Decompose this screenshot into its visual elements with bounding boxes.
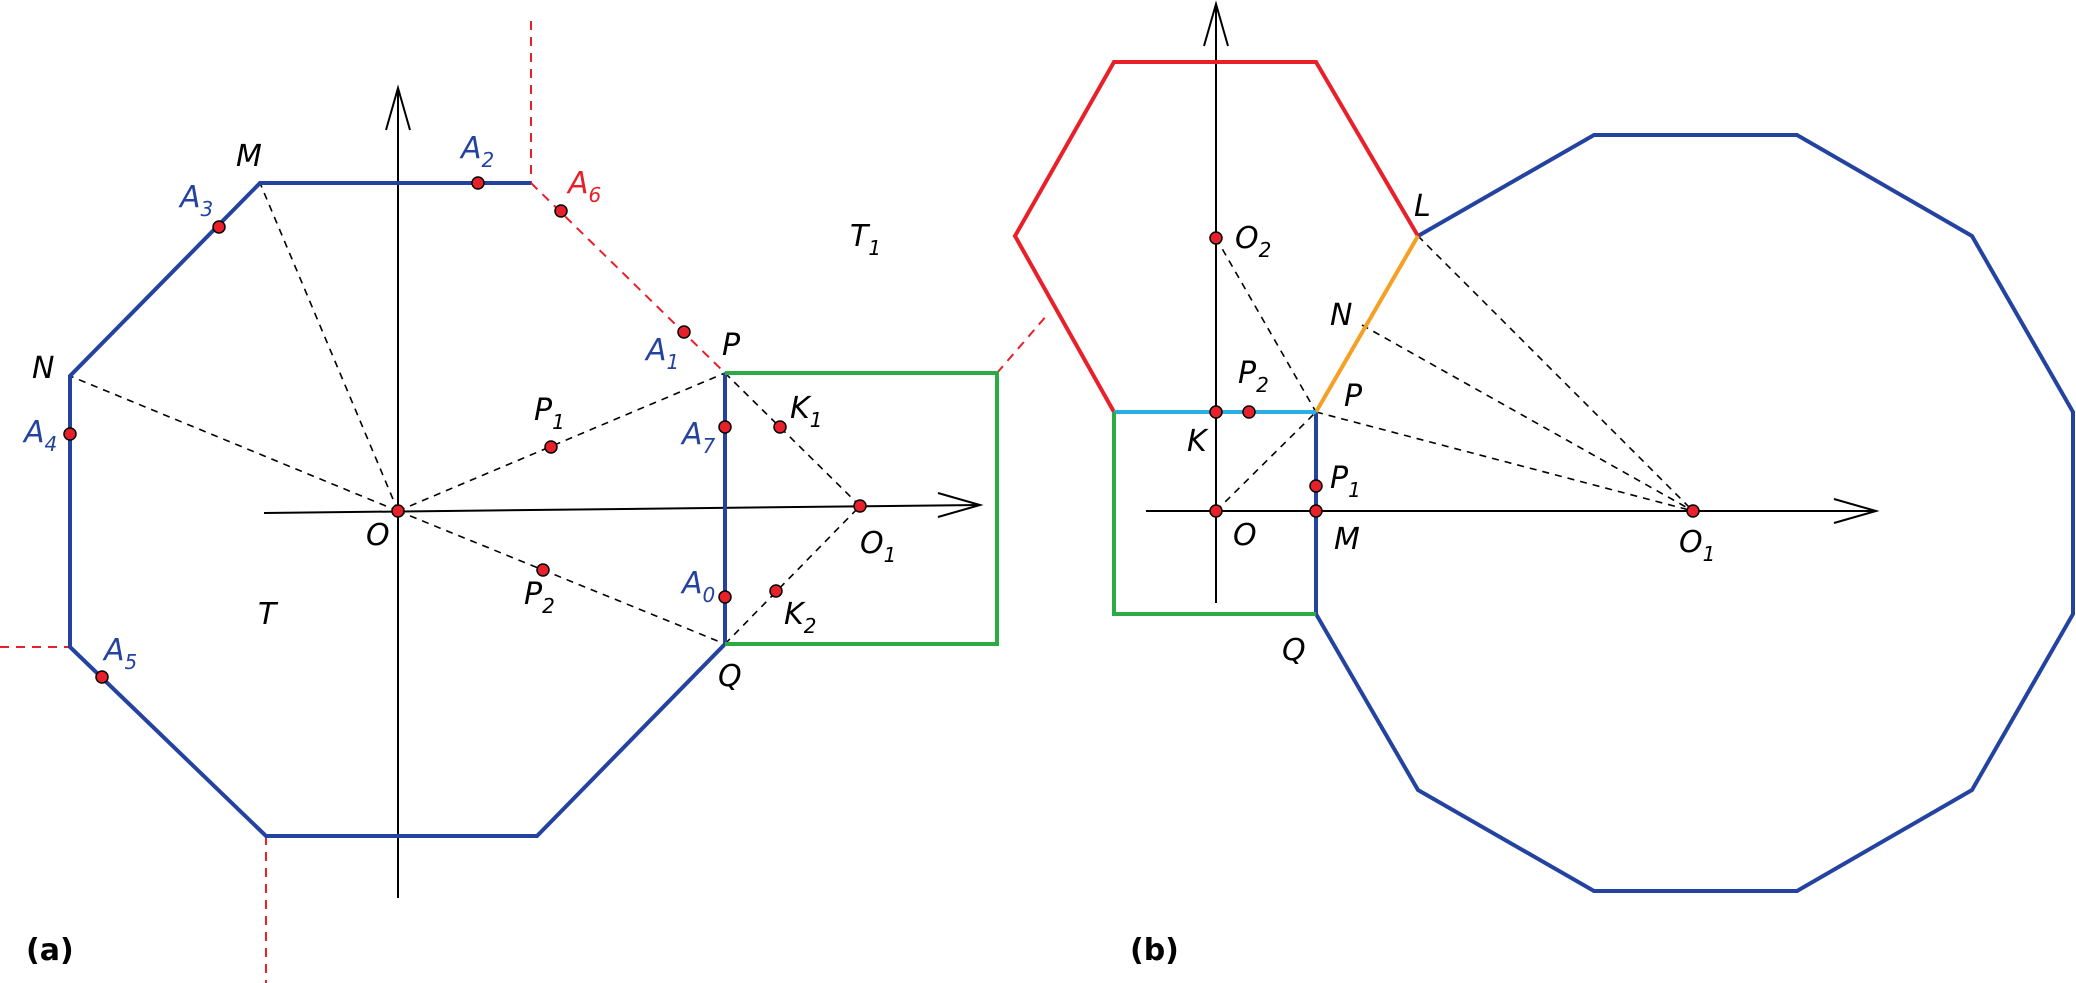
panel-a-label-a7: A7: [680, 417, 716, 458]
panel-a-octagon: [68, 181, 727, 838]
panel-b-label-l: L: [1414, 189, 1431, 224]
panel-a-label-o: O: [366, 518, 390, 553]
panel-a-red-boundary: [0, 21, 1049, 983]
panel-b-label-n: N: [1330, 298, 1352, 333]
panel-a-label-a5: A5: [102, 633, 137, 674]
panel-a-tag: (a): [26, 933, 74, 968]
panel-a-label-p: P: [722, 328, 741, 363]
panel-a-label-k2: K2: [784, 597, 816, 638]
panel-a-label-k1: K1: [790, 391, 822, 432]
panel-a-points: [63, 176, 867, 684]
panel-a-label-q: Q: [718, 659, 742, 694]
panel-a-label-t1: T1: [850, 219, 881, 260]
panel-b-dashed-rays: [1215, 235, 1694, 512]
panel-b-green-rect: [1112, 412, 1316, 616]
panel-a-label-a2: A2: [459, 131, 494, 172]
panel-b-label-o2: O2: [1235, 221, 1271, 262]
panel-b-axes: [1146, 0, 1880, 603]
panel-a-label-o1: O1: [860, 526, 896, 567]
panel-b-label-p2: P2: [1238, 356, 1269, 397]
panel-a-label-n: N: [32, 351, 54, 386]
panel-b-dodecagon: [1314, 133, 2075, 893]
panel-a-label-a1: A1: [644, 333, 679, 374]
panel-a-green-rect: [725, 371, 999, 646]
panel-a-axes: [263, 84, 984, 898]
panel-b-tag: (b): [1130, 933, 1179, 968]
panel-b-label-p1: P1: [1330, 461, 1361, 502]
panel-a-dashed-rays: [69, 182, 861, 645]
panel-a-label-a0: A0: [680, 566, 715, 607]
panel-b-label-o: O: [1233, 518, 1257, 553]
panel-a-label-a6: A6: [566, 166, 601, 207]
panel-b-label-p: P: [1344, 379, 1363, 414]
panel-a-label-a4: A4: [22, 415, 57, 456]
panel-b-orange-segment: [1314, 234, 1420, 414]
panel-b-label-q: Q: [1282, 633, 1306, 668]
panel-b-hexagon: [1012, 60, 1420, 413]
panel-b-label-k: K: [1187, 424, 1209, 459]
panel-b-points: [1209, 231, 1700, 518]
panel-a-label-t: T: [258, 597, 279, 632]
panel-a-label-p2: P2: [524, 577, 555, 618]
panel-a-label-p1: P1: [534, 393, 565, 434]
panel-a-label-a3: A3: [178, 180, 213, 221]
panel-b-label-m: M: [1334, 522, 1360, 557]
panel-a-label-m: M: [236, 139, 262, 174]
panel-b-label-o1: O1: [1679, 525, 1715, 566]
